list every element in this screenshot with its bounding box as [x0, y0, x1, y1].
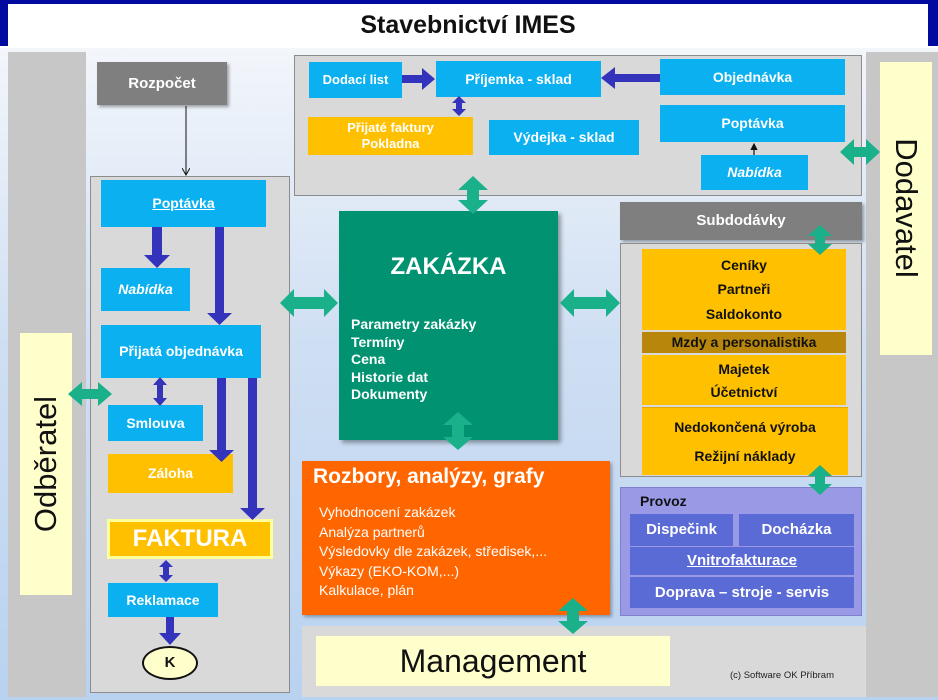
top-poptavka-label: Poptávka — [721, 115, 784, 132]
zakazka-item: Termíny — [351, 333, 405, 350]
top-nabidka-box: Nabídka — [701, 155, 808, 190]
zakazka-item: Historie dat — [351, 368, 429, 385]
top-nabidka-label: Nabídka — [727, 164, 782, 181]
doprava-label: Doprava – stroje - servis — [654, 583, 830, 601]
end-circle-label: K — [164, 654, 176, 671]
nedokoncena-label: Nedokončená výroba — [674, 418, 816, 435]
mzdy-label: Mzdy a personalistika — [671, 334, 817, 351]
zakazka-box — [339, 211, 558, 440]
nabidka-label: Nabídka — [118, 281, 173, 298]
header-bar: Stavebnictví IMES — [0, 0, 938, 48]
management-box: Management — [316, 636, 670, 686]
nedokoncena-group: Nedokončená výroba Režijní náklady — [642, 407, 848, 475]
dispecink-label: Dispečink — [646, 521, 717, 538]
vydejka-box: Výdejka - sklad — [489, 120, 639, 155]
vydejka-label: Výdejka - sklad — [513, 129, 615, 146]
rozbory-item: Výkazy (EKO-KOM,...) — [319, 562, 460, 579]
vnitrofakturace-label: Vnitrofakturace — [686, 552, 798, 569]
rozbory-item: Kalkulace, plán — [319, 582, 414, 598]
zakazka-item: Dokumenty — [351, 386, 428, 402]
prijemka-label: Příjemka - sklad — [465, 70, 572, 87]
ucetnictvi-label: Účetnictví — [710, 383, 778, 400]
dodaci-list-label: Dodací list — [322, 72, 389, 88]
ceniky-label: Ceníky — [721, 257, 767, 274]
rozpocet-label: Rozpočet — [128, 74, 196, 92]
faktura-box: FAKTURA — [107, 519, 273, 559]
dochazka-label: Docházka — [761, 521, 832, 538]
rozbory-item: Vyhodnocení zakázek — [319, 504, 456, 520]
copyright: (c) Software OK Příbram — [730, 670, 834, 681]
poptavka-label: Poptávka — [152, 195, 215, 212]
rozpocet-box: Rozpočet — [97, 62, 227, 105]
majetek-label: Majetek — [718, 360, 770, 377]
subdodavky-label: Subdodávky — [696, 212, 786, 229]
reklamace-label: Reklamace — [126, 591, 200, 608]
prijemka-box: Příjemka - sklad — [436, 61, 601, 97]
rozbory-box — [302, 461, 610, 615]
zaloha-label: Záloha — [147, 465, 194, 482]
dodavatel-label: Dodavatel — [889, 138, 924, 278]
top-poptavka-box: Poptávka — [660, 105, 845, 142]
dodaci-list-box: Dodací list — [309, 62, 402, 98]
zaloha-box: Záloha — [108, 454, 233, 493]
provoz-title: Provoz — [640, 493, 687, 509]
mzdy-box: Mzdy a personalistika — [642, 332, 846, 353]
doprava-box: Doprava – stroje - servis — [630, 577, 854, 608]
poptavka-box: Poptávka — [101, 180, 266, 227]
page-title: Stavebnictví IMES — [360, 10, 576, 39]
prijate-faktury-box: Přijaté faktury Pokladna — [308, 117, 473, 155]
ceniky-group: Ceníky Partneři Saldokonto — [642, 249, 846, 330]
rozbory-item: Analýza partnerů — [319, 523, 425, 540]
majetek-group: Majetek Účetnictví — [642, 355, 846, 405]
nabidka-box: Nabídka — [101, 268, 190, 311]
rozbory-item: Výsledovky dle zakázek, středisek,... — [319, 543, 547, 559]
smlouva-box: Smlouva — [108, 405, 203, 441]
subdodavky-box: Subdodávky — [620, 202, 862, 240]
zakazka-item: Cena — [351, 351, 386, 367]
dispecink-box: Dispečink — [630, 514, 733, 546]
objednavka-label: Objednávka — [712, 68, 793, 85]
dodavatel-label-box: Dodavatel — [880, 62, 932, 355]
zakazka-title: ZAKÁZKA — [390, 253, 507, 280]
reklamace-box: Reklamace — [108, 583, 218, 617]
partneri-label: Partneři — [717, 281, 771, 298]
rozbory-title: Rozbory, analýzy, grafy — [313, 465, 545, 488]
odberatel-label-box: Odběratel — [20, 333, 72, 595]
prijate-faktury-label: Přijaté faktury Pokladna — [347, 120, 434, 151]
dochazka-box: Docházka — [739, 514, 854, 546]
prijata-objednavka-label: Přijatá objednávka — [119, 343, 243, 360]
zakazka-item: Parametry zakázky — [351, 316, 477, 332]
rezijni-label: Režijní náklady — [694, 448, 796, 465]
management-label: Management — [399, 642, 587, 679]
saldokonto-label: Saldokonto — [705, 305, 783, 322]
faktura-label: FAKTURA — [132, 524, 248, 552]
header-title-plate: Stavebnictví IMES — [8, 4, 928, 46]
smlouva-label: Smlouva — [126, 414, 185, 431]
vnitrofakturace-box: Vnitrofakturace — [630, 547, 854, 575]
odberatel-label: Odběratel — [28, 395, 63, 533]
zakazka-list: Parametry zakázky Termíny Cena Historie … — [351, 316, 476, 404]
rozbory-list: Vyhodnocení zakázek Analýza partnerů Výs… — [319, 503, 547, 601]
objednavka-box: Objednávka — [660, 59, 845, 95]
prijata-objednavka-box: Přijatá objednávka — [101, 325, 261, 378]
end-circle: K — [142, 646, 198, 680]
